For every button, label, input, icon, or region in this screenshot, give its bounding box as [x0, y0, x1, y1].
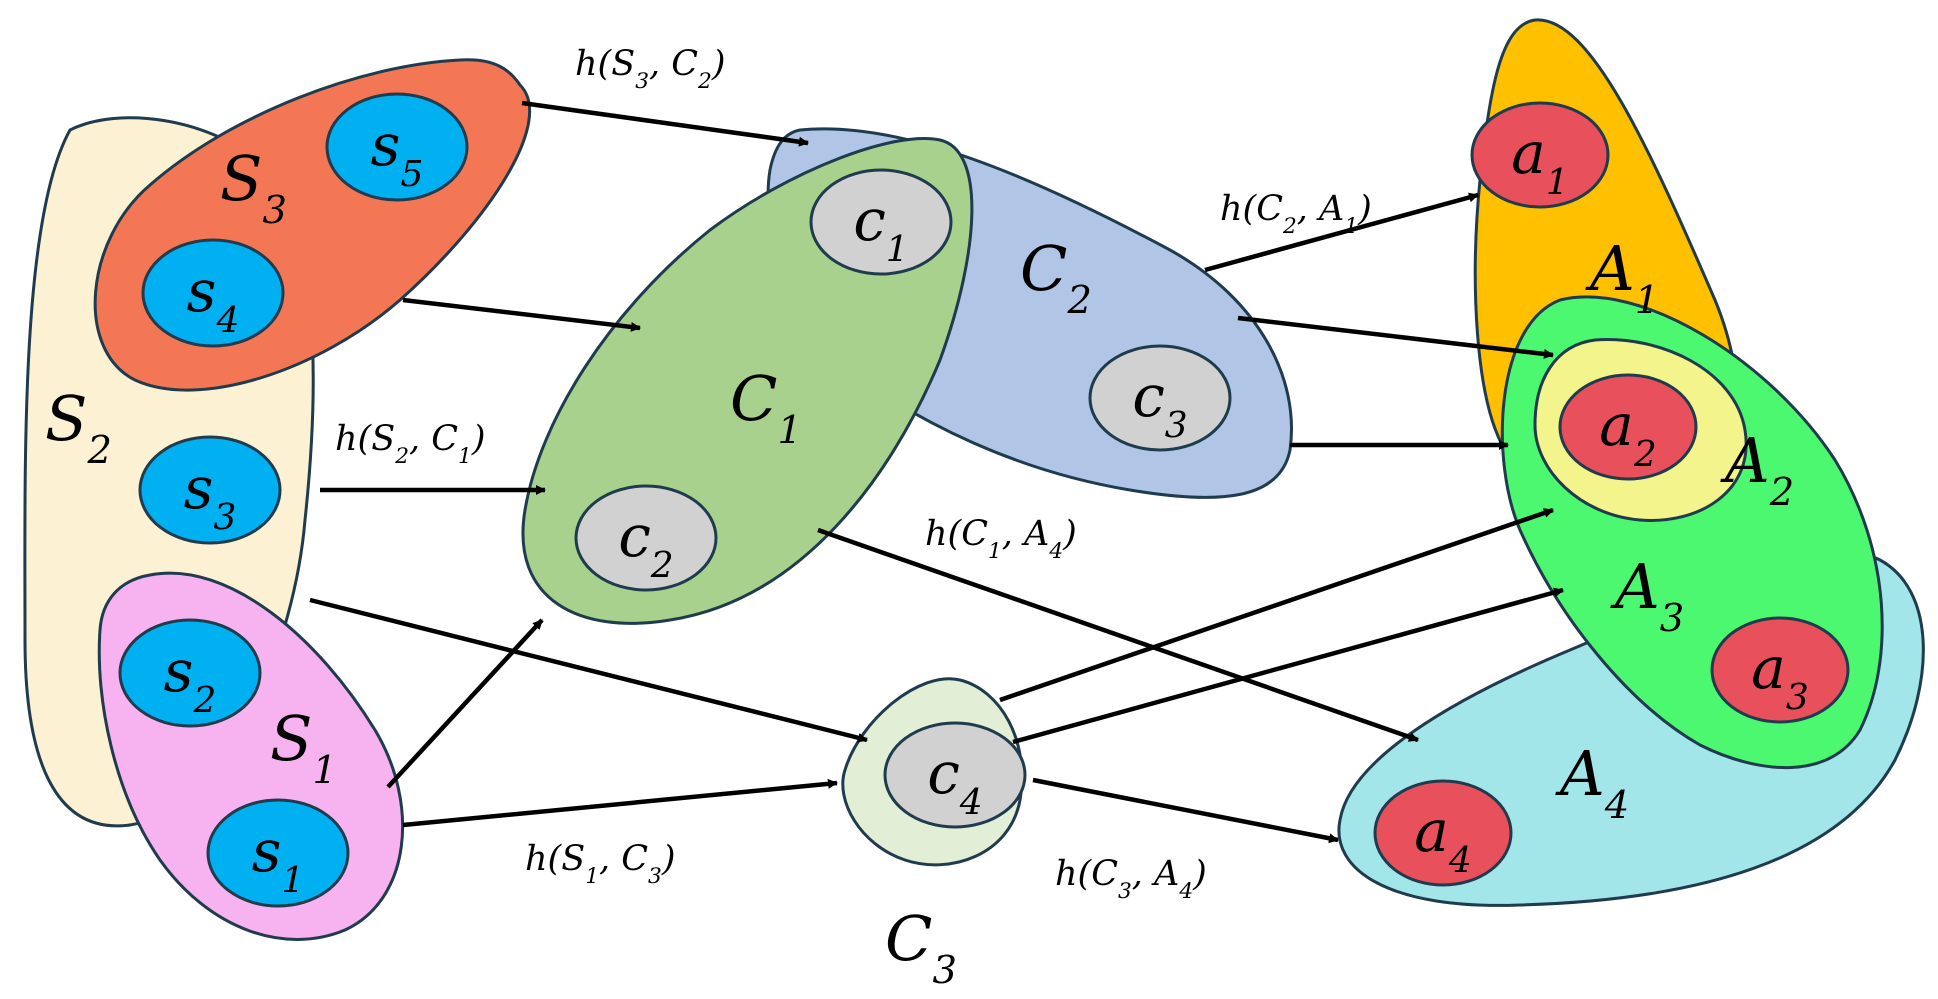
label-a3: a3	[1751, 634, 1808, 718]
node-a1	[1470, 101, 1610, 209]
edge-C2-A3	[1237, 315, 1554, 359]
label-c1: c1	[853, 186, 908, 270]
label-a2: a2	[1599, 391, 1656, 475]
node-s1	[206, 798, 350, 908]
node-a3	[1710, 616, 1850, 724]
label-s4: s4	[187, 257, 240, 341]
edge-C3-A3	[999, 507, 1554, 703]
label-a1: a1	[1511, 119, 1568, 203]
hyperedge-S3	[93, 58, 532, 392]
edge-label-S2-C1: h(S2, C1)	[335, 419, 486, 469]
node-s4	[141, 238, 285, 348]
label-s3: s3	[184, 454, 237, 538]
node-a4	[1373, 779, 1513, 887]
label-A4: A4	[1555, 737, 1629, 828]
label-S3: S3	[220, 142, 287, 233]
node-c1	[809, 168, 953, 276]
label-s2: s2	[164, 637, 217, 721]
node-c2	[574, 484, 718, 592]
node-s5	[325, 92, 469, 202]
label-a4: a4	[1414, 797, 1471, 881]
label-c4: c4	[927, 739, 982, 823]
edge-label-S1-C3: h(S1, C3)	[525, 839, 676, 889]
node-s2	[118, 618, 262, 728]
node-s3	[138, 435, 282, 545]
edge-C1-A4	[817, 527, 1419, 743]
label-S2: S2	[45, 382, 112, 473]
label-C3: C3	[885, 902, 957, 993]
edge-C3-A4	[1032, 777, 1339, 844]
node-c3	[1088, 344, 1232, 452]
edge-label-C2-A1: h(C2, A1)	[1220, 189, 1372, 239]
node-a2	[1558, 373, 1698, 481]
label-c2: c2	[618, 502, 673, 586]
label-s1: s1	[252, 817, 305, 901]
label-A2: A2	[1720, 424, 1794, 515]
edge-label-C3-A4: h(C3, A4)	[1055, 854, 1207, 904]
label-S1: S1	[270, 702, 337, 793]
edge-S1-C1	[386, 618, 544, 789]
edge-S3-C1	[402, 297, 641, 332]
label-C2: C2	[1020, 232, 1092, 323]
edge-S3-C2	[521, 100, 809, 147]
label-C1: C1	[730, 362, 802, 453]
edge-S2-C3	[309, 597, 868, 743]
edge-label-S3-C2: h(S3, C2)	[575, 44, 726, 94]
label-c3: c3	[1132, 362, 1187, 446]
label-s5: s5	[371, 111, 424, 195]
label-A1: A1	[1585, 232, 1659, 323]
edge-S1-C3	[402, 778, 838, 828]
edge-C2-A1	[1204, 192, 1479, 273]
node-c4	[883, 721, 1027, 829]
edge-C3-A2	[1012, 587, 1564, 745]
edge-label-C1-A4: h(C1, A4)	[925, 514, 1077, 564]
label-A3: A3	[1610, 550, 1684, 641]
